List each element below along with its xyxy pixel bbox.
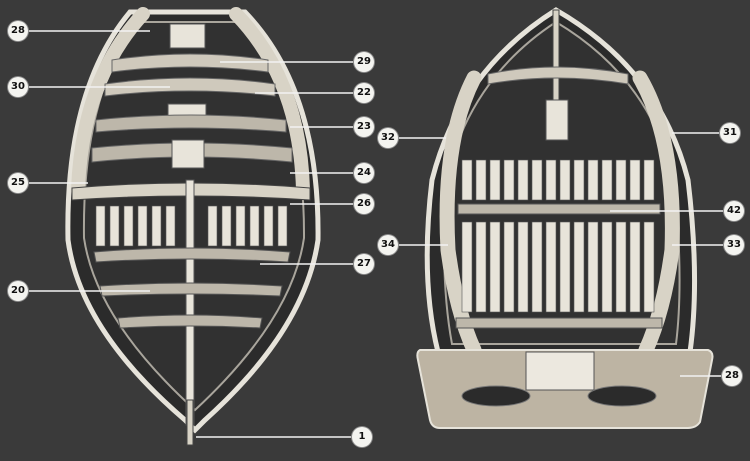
left-boat <box>65 7 321 446</box>
callout-26: 26 <box>354 194 374 214</box>
left-transom-block <box>169 23 206 49</box>
left-keel <box>185 179 195 426</box>
left-frame-30 <box>104 77 276 97</box>
callout-27: 27 <box>354 254 374 274</box>
right-bow-frame <box>487 66 629 85</box>
right-transom-cutout-right <box>587 385 657 407</box>
right-center-block <box>545 99 569 141</box>
callout-33: 33 <box>724 235 744 255</box>
callout-32: 32 <box>378 128 398 148</box>
right-transom-block <box>525 351 595 391</box>
callout-20: 20 <box>8 281 28 301</box>
left-block-24 <box>171 139 205 169</box>
left-frame-23 <box>95 114 287 133</box>
right-slats-lower <box>461 221 655 313</box>
right-stern-beam <box>455 317 663 329</box>
left-rail-starboard <box>229 7 310 197</box>
right-cross-beam-42 <box>457 203 661 215</box>
callout-1: 1 <box>352 427 372 447</box>
left-frame-lower <box>117 314 263 329</box>
callout-31: 31 <box>720 123 740 143</box>
right-slats-upper <box>461 159 655 201</box>
callout-34: 34 <box>378 235 398 255</box>
callout-42: 42 <box>724 201 744 221</box>
callout-25: 25 <box>8 173 28 193</box>
right-transom-cutout-left <box>461 385 531 407</box>
right-boat <box>416 7 714 429</box>
leader-lines <box>28 30 724 438</box>
callout-28-left: 28 <box>8 21 28 41</box>
callout-30: 30 <box>8 77 28 97</box>
right-bow-post <box>552 9 560 101</box>
left-frame-27 <box>93 247 291 263</box>
callout-28-right: 28 <box>722 366 742 386</box>
callout-23: 23 <box>354 117 374 137</box>
callout-29: 29 <box>354 52 374 72</box>
left-frame-20 <box>99 282 283 297</box>
callout-22: 22 <box>354 83 374 103</box>
left-frame-29 <box>111 53 269 73</box>
left-bow-post <box>186 399 194 446</box>
callout-24: 24 <box>354 163 374 183</box>
left-slats-port <box>95 205 176 247</box>
left-slats-starboard <box>207 205 288 247</box>
